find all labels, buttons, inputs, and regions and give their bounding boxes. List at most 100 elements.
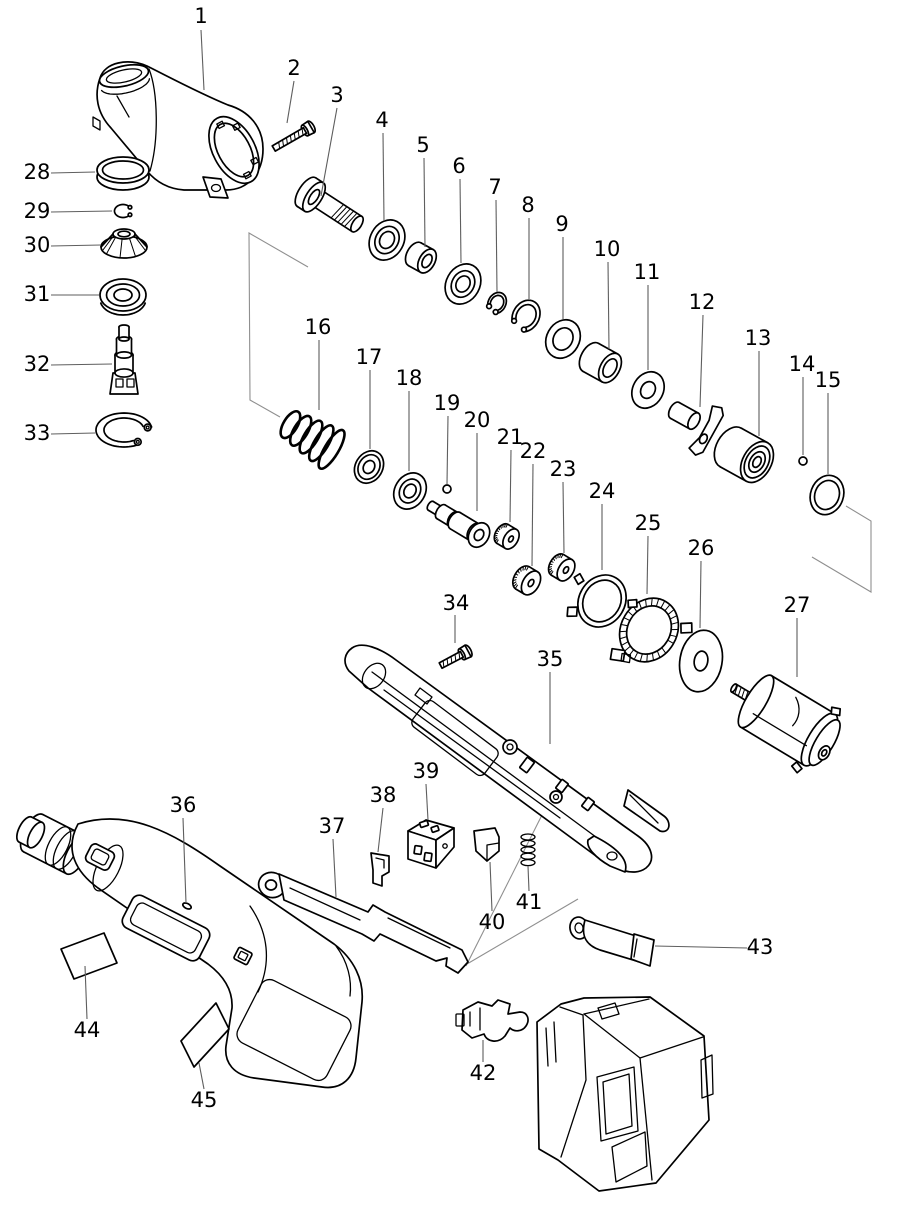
part-20-gear-shaft xyxy=(426,500,491,549)
spring-position-bracket xyxy=(248,232,309,418)
part-25-ring-gear xyxy=(609,597,693,664)
leader-line-12 xyxy=(699,314,704,408)
part-label-12: 12 xyxy=(689,290,716,314)
leader-line-36 xyxy=(182,817,187,904)
part-11-flat-washer xyxy=(630,370,666,410)
part-15-o-ring xyxy=(809,474,845,516)
leader-line-7 xyxy=(495,199,498,293)
part-label-7: 7 xyxy=(488,175,501,199)
parts-artwork xyxy=(15,61,845,1192)
leader-line-1 xyxy=(200,29,205,91)
part-24-internal-gear-ring xyxy=(566,572,638,628)
part-13-bearing-retainer xyxy=(713,426,775,484)
part-label-39: 39 xyxy=(413,759,440,783)
part-10-sleeve xyxy=(578,341,623,384)
part-label-41: 41 xyxy=(516,890,543,914)
part-label-11: 11 xyxy=(634,260,661,284)
part-16-compression-spring xyxy=(279,409,346,471)
part-label-21: 21 xyxy=(497,425,524,449)
part-label-16: 16 xyxy=(305,315,332,339)
leader-line-21 xyxy=(509,449,512,523)
part-label-45: 45 xyxy=(191,1088,218,1112)
leader-line-33 xyxy=(50,432,96,435)
part-2-pan-head-screw xyxy=(271,120,317,152)
part-43-latch-lever xyxy=(569,916,655,967)
part-8-snap-ring xyxy=(510,299,541,333)
part-29-e-clip xyxy=(113,203,133,219)
part-41-coil-spring xyxy=(520,833,536,867)
part-5-spacer-sleeve xyxy=(404,241,438,274)
part-label-43: 43 xyxy=(747,935,774,959)
part-label-1: 1 xyxy=(194,4,207,28)
part-37-change-lever xyxy=(257,871,469,974)
part-label-17: 17 xyxy=(356,345,383,369)
leader-line-40 xyxy=(489,861,493,912)
part-label-35: 35 xyxy=(537,647,564,671)
part-label-25: 25 xyxy=(635,511,662,535)
part-42-contact-clip xyxy=(455,999,529,1042)
leader-line-43 xyxy=(654,945,748,949)
part-number-labels: 1234567891011121314151617181920212223242… xyxy=(24,4,842,1112)
leader-line-37 xyxy=(332,838,337,898)
part-label-33: 33 xyxy=(24,421,51,445)
part-22-planet-gear xyxy=(511,565,542,596)
part-label-32: 32 xyxy=(24,352,51,376)
leader-lines xyxy=(50,29,829,1090)
part-label-42: 42 xyxy=(470,1061,497,1085)
part-6-ball-bearing xyxy=(444,263,482,305)
part-label-34: 34 xyxy=(443,591,470,615)
part-label-18: 18 xyxy=(396,366,423,390)
part-label-3: 3 xyxy=(330,83,343,107)
part-26-disc-washer xyxy=(678,629,724,693)
lever-guide-line-right xyxy=(466,898,579,965)
leader-line-44 xyxy=(84,965,88,1020)
part-9-flat-washer xyxy=(544,318,582,360)
part-38-terminal-clip xyxy=(370,852,390,887)
leader-line-38 xyxy=(377,807,384,853)
battery-pack xyxy=(536,996,714,1192)
leader-line-5 xyxy=(423,157,426,248)
part-23-planet-gear xyxy=(547,553,576,582)
leader-line-10 xyxy=(607,261,610,350)
part-32-anvil-shaft xyxy=(109,324,139,395)
part-7-snap-ring xyxy=(485,291,508,316)
part-14-steel-ball xyxy=(798,456,808,466)
part-label-6: 6 xyxy=(452,154,465,178)
part-label-8: 8 xyxy=(521,193,534,217)
part-39-switch xyxy=(407,819,455,869)
part-label-44: 44 xyxy=(74,1018,101,1042)
part-label-13: 13 xyxy=(745,326,772,350)
part-label-31: 31 xyxy=(24,282,51,306)
part-45-caution-label xyxy=(180,1002,230,1068)
leader-line-19 xyxy=(446,415,449,485)
part-4-ball-bearing xyxy=(368,219,406,261)
part-35-housing-half xyxy=(344,644,670,873)
part-12-pin xyxy=(667,401,725,456)
assembly-guide-lines xyxy=(248,232,872,967)
part-label-22: 22 xyxy=(520,439,547,463)
part-34-screw xyxy=(438,644,473,670)
part-36-housing-set xyxy=(15,813,364,1089)
part-label-5: 5 xyxy=(416,133,429,157)
part-31-ball-bearing xyxy=(99,278,147,316)
leader-line-28 xyxy=(50,171,96,174)
part-label-30: 30 xyxy=(24,233,51,257)
part-label-38: 38 xyxy=(370,783,397,807)
part-label-24: 24 xyxy=(589,479,616,503)
leader-line-39 xyxy=(425,783,429,821)
part-21-planet-gear xyxy=(493,522,520,550)
part-33-snap-ring xyxy=(95,412,153,448)
part-label-9: 9 xyxy=(555,212,568,236)
part-label-27: 27 xyxy=(784,593,811,617)
part-19-steel-ball xyxy=(442,484,452,494)
part-1-angle-head-housing xyxy=(92,61,264,199)
part-label-37: 37 xyxy=(319,814,346,838)
part-3-spindle xyxy=(294,176,365,233)
leader-line-30 xyxy=(50,244,102,247)
part-label-2: 2 xyxy=(287,56,300,80)
leader-line-32 xyxy=(50,363,113,366)
part-label-40: 40 xyxy=(479,910,506,934)
